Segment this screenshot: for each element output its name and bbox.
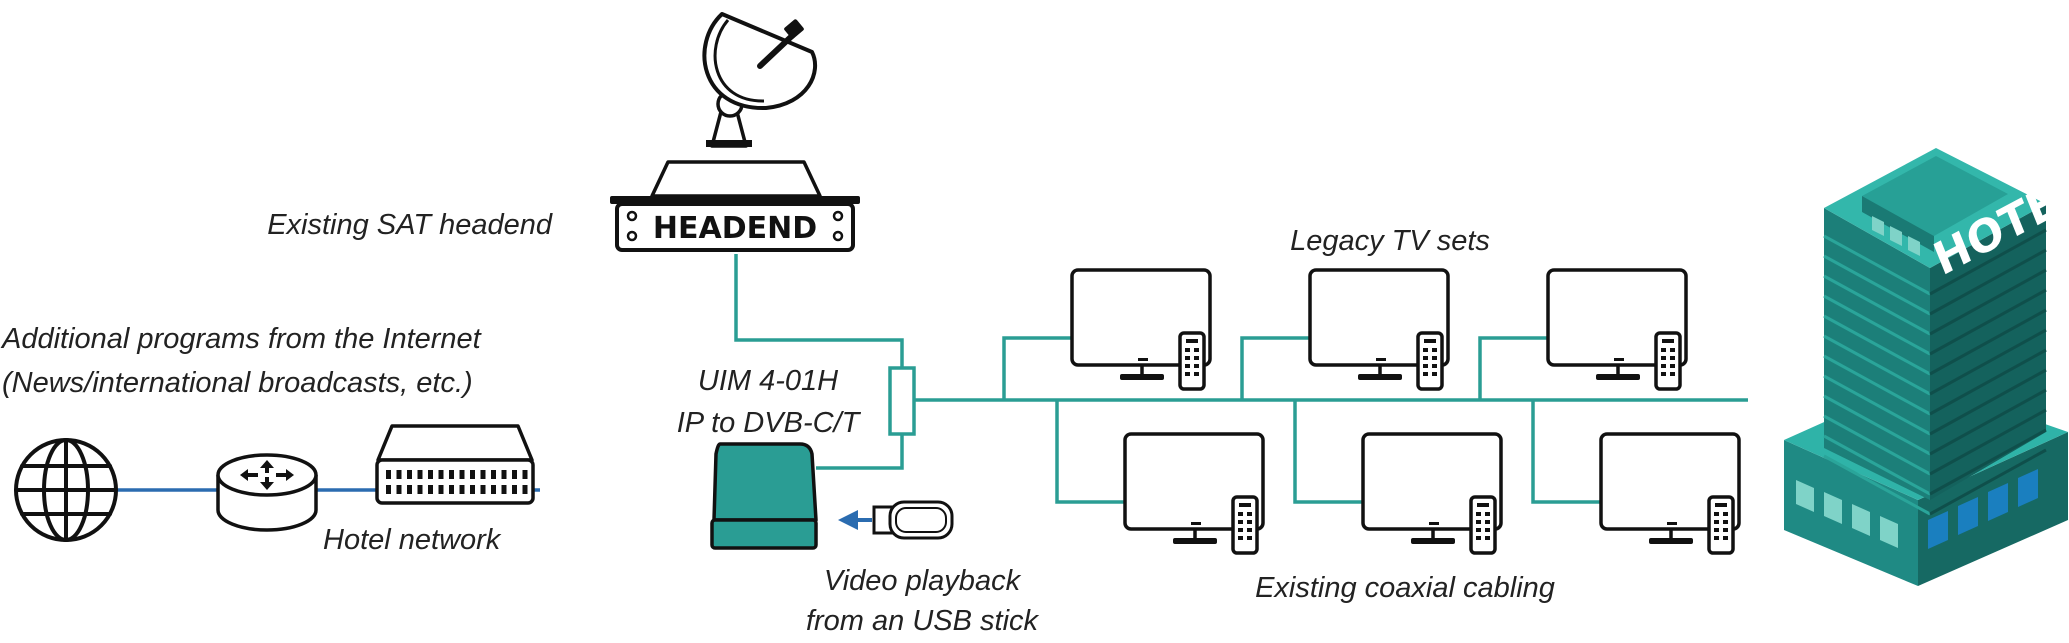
tv-icon <box>1599 432 1741 555</box>
internet-label-line2: (News/international broadcasts, etc.) <box>2 367 473 399</box>
device-label-line1: UIM 4-01H <box>698 365 838 397</box>
tv-icon <box>1070 268 1212 391</box>
hotel-building-icon: HOTEL <box>1784 148 2069 586</box>
uim-device-icon[interactable] <box>710 442 818 550</box>
usb-stick-icon <box>838 500 954 540</box>
usb-label-line2: from an USB stick <box>806 605 1040 637</box>
coax-lines <box>734 254 1748 504</box>
hotel-network-label: Hotel network <box>323 524 502 556</box>
tv-sets <box>1070 268 1741 555</box>
legacy-tv-label: Legacy TV sets <box>1290 225 1490 257</box>
tv-icon <box>1123 432 1265 555</box>
satellite-dish-icon <box>702 12 818 148</box>
tv-icon <box>1361 432 1503 555</box>
headend-label: HEADEND <box>653 211 817 246</box>
router-icon <box>216 453 318 532</box>
headend-caption: Existing SAT headend <box>267 209 553 241</box>
tv-icon <box>1308 268 1450 391</box>
headend-icon: HEADEND <box>610 160 860 252</box>
globe-icon <box>14 438 118 542</box>
internet-label-line1: Additional programs from the Internet <box>0 323 483 355</box>
coax-label: Existing coaxial cabling <box>1255 572 1555 604</box>
device-label-line2: IP to DVB-C/T <box>677 407 862 439</box>
usb-label-line1: Video playback <box>824 565 1022 597</box>
tv-icon <box>1546 268 1688 391</box>
switch-icon <box>375 424 535 505</box>
coax-splitter <box>888 366 916 436</box>
